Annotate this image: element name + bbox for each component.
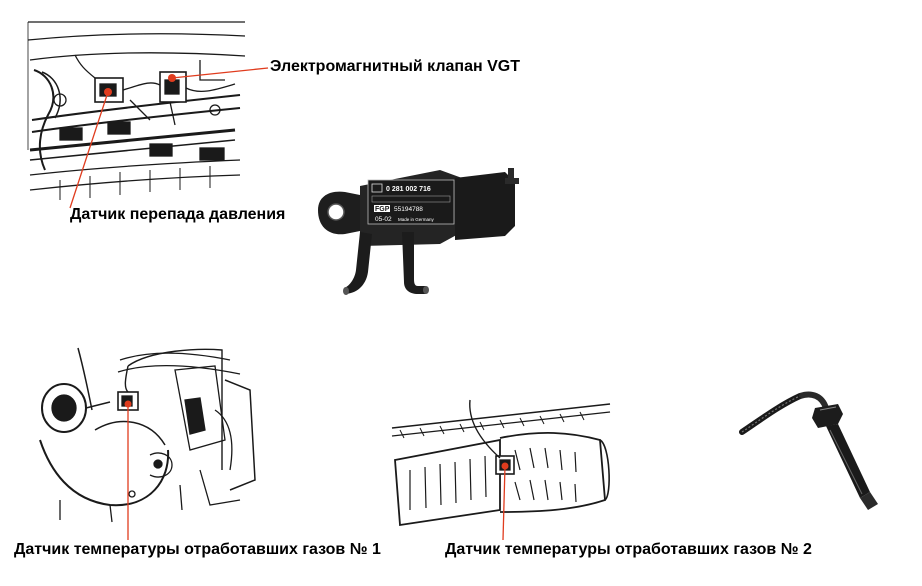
callout-line-pressure-sensor [69, 91, 109, 209]
callout-line-temp-sensor-2 [502, 465, 506, 541]
temperature-probe-photo [739, 391, 878, 510]
sensor-fgp-tag: FGP [375, 206, 390, 213]
label-temp-sensor-2: Датчик температуры отработавших газов № … [445, 541, 812, 558]
callout-temp-1 [124, 400, 132, 540]
sensor-serial: 55194788 [394, 206, 423, 213]
callout-dot-temp-sensor-2 [501, 462, 509, 470]
callout-dot-vgt-valve [168, 74, 176, 82]
catalyst-illustration [391, 399, 611, 527]
label-pressure-sensor: Датчик перепада давления [70, 206, 286, 223]
engine-top-illustration [27, 21, 246, 200]
sensor-origin: Made in Germany [398, 217, 435, 222]
label-temp-sensor-1: Датчик температуры отработавших газов № … [14, 541, 381, 558]
callout-dot-pressure-sensor [104, 88, 112, 96]
sensor-label-text: 0 281 002 716 FGP 55194788 05-02 Made in… [375, 186, 435, 223]
callout-dots-top [104, 74, 176, 96]
pressure-sensor-photo [318, 168, 519, 295]
callout-dot-temp-sensor-1 [124, 400, 132, 408]
callout-line-vgt-valve [171, 67, 269, 79]
sensor-part-number: 0 281 002 716 [386, 186, 431, 193]
turbocharger-illustration [39, 347, 256, 523]
callout-temp-2 [501, 462, 509, 541]
sensor-date-code: 05-02 [375, 216, 392, 223]
callout-lines-top [69, 67, 269, 209]
label-vgt-valve: Электромагнитный клапан VGT [270, 58, 520, 75]
